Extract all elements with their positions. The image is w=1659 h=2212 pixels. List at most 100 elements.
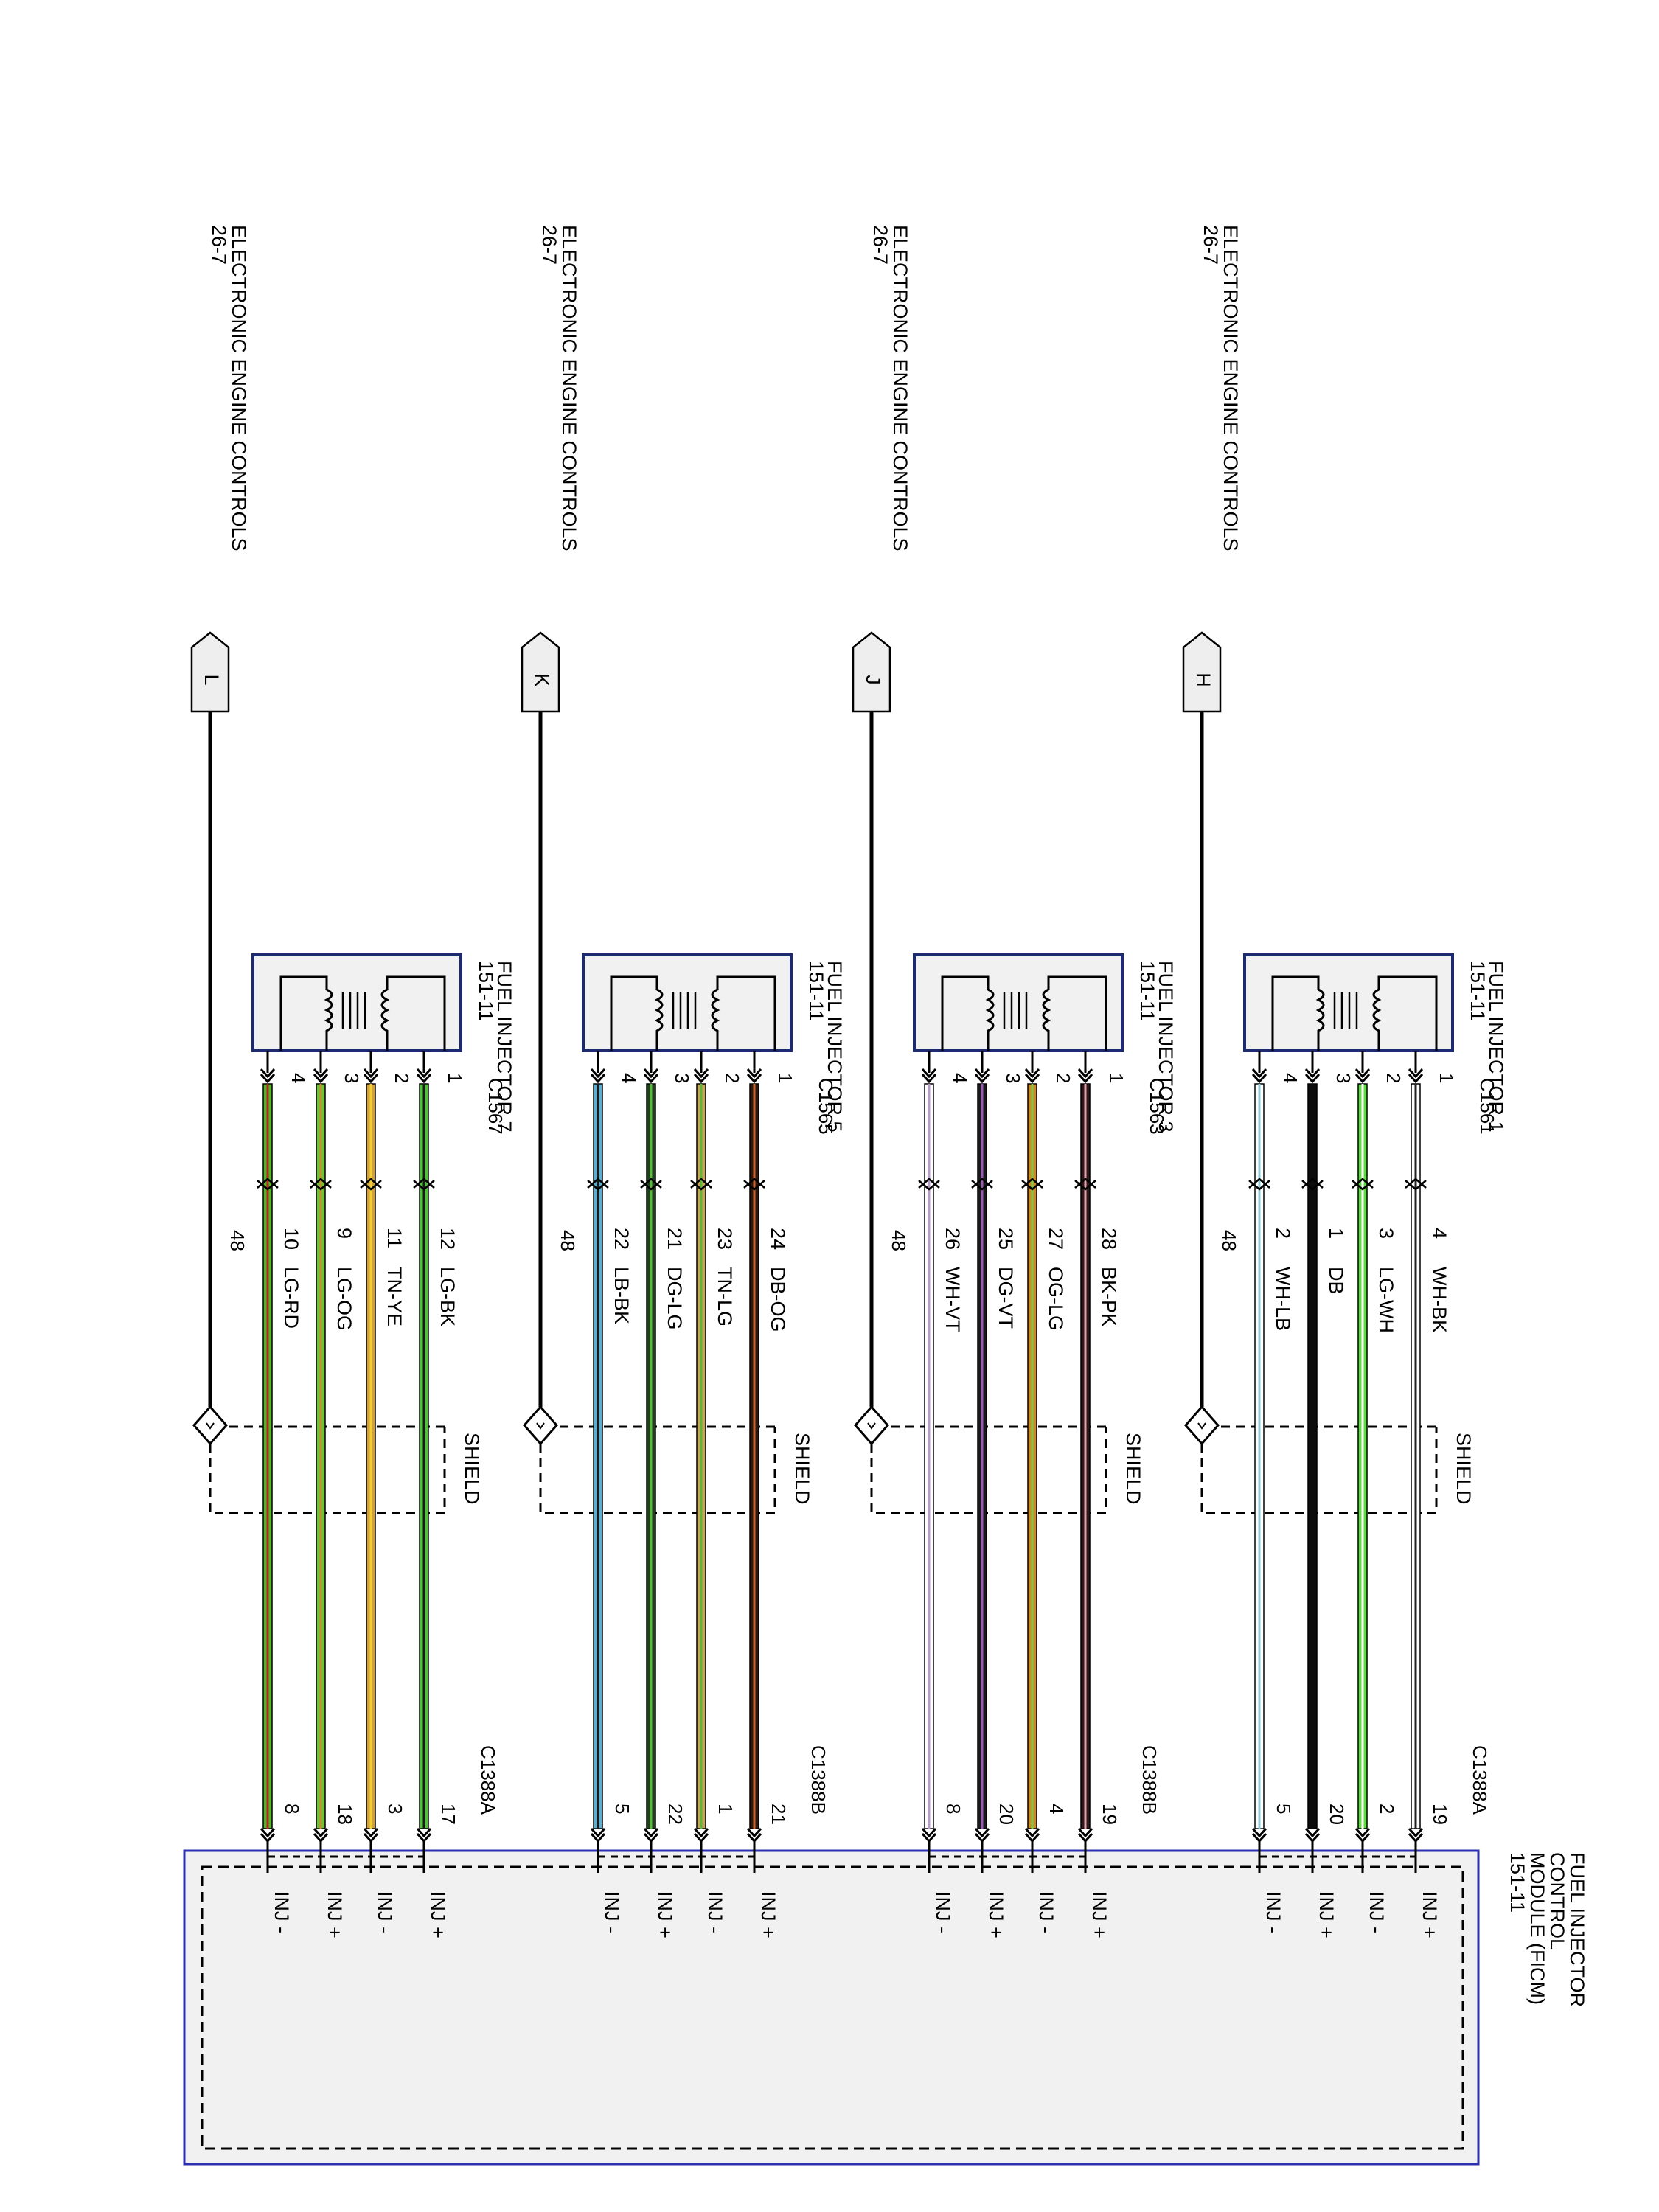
injector-name: FUEL INJECTOR 5: [824, 961, 846, 1133]
wire-tracer-stripe: [1361, 1084, 1364, 1829]
injector-pin-chevron-stroke: [643, 1068, 659, 1079]
injector-coil-left: [380, 988, 390, 1051]
injector-pin-number: 3: [341, 1073, 363, 1083]
injector-pin-number: 2: [1052, 1073, 1074, 1083]
module-pin-label: INJ +: [654, 1891, 676, 1938]
wire-color-code: BK-PK: [1098, 1267, 1120, 1326]
shield-circuit-number: 48: [888, 1230, 910, 1251]
inline-connector-mark: [971, 1180, 993, 1191]
inline-connector-mark: [257, 1180, 279, 1191]
module-connector-label: C1388A: [477, 1745, 499, 1815]
injector-pin-number: 4: [288, 1073, 310, 1083]
module-pin-label: INJ +: [324, 1891, 346, 1938]
reference-page: 26-7: [869, 225, 891, 265]
shield-label: SHIELD: [791, 1433, 813, 1505]
wire-tracer-stripe: [1084, 1084, 1087, 1829]
circuit-number: 24: [767, 1228, 789, 1250]
connector-flag: [1182, 631, 1222, 713]
injector-pin-number: 3: [1002, 1073, 1024, 1083]
module-pin-number: 18: [334, 1804, 356, 1825]
wire-tracer-stripe: [1258, 1084, 1261, 1829]
module-pin-label: INJ +: [1315, 1891, 1338, 1938]
circuit-number: 2: [1272, 1228, 1294, 1239]
injector-coil-left: [1372, 988, 1382, 1051]
wire-color-code: WH-BK: [1428, 1267, 1450, 1333]
injector-coil-left: [1042, 988, 1051, 1051]
injector-pin-chevron: [1024, 1068, 1040, 1084]
shield-label: SHIELD: [461, 1433, 483, 1505]
module-pin-label: INJ +: [427, 1891, 449, 1938]
shield-circuit-number: 48: [226, 1230, 248, 1251]
injector-coil-right: [1315, 988, 1325, 1051]
inline-connector-mark-2: [257, 1178, 279, 1189]
injector-pin-number: 2: [1382, 1073, 1405, 1083]
module-pin-label: INJ -: [704, 1891, 726, 1933]
module-pin-number: 5: [1273, 1804, 1295, 1814]
injector-pin-chevron-stroke: [416, 1068, 432, 1079]
shield-splice-mark: [536, 1422, 545, 1430]
module-pin-chevron-stroke: [416, 1827, 432, 1838]
module-name-line: 151-11: [1506, 1852, 1528, 1913]
wire-tracer-stripe: [650, 1084, 653, 1829]
wire-tracer-stripe: [369, 1084, 372, 1829]
injector-pin-chevron-stroke2: [1077, 1073, 1093, 1084]
module-connector-label: C1388A: [1469, 1745, 1491, 1815]
circuit-number: 28: [1098, 1228, 1120, 1250]
inline-connector-mark: [310, 1180, 332, 1191]
shield-label: SHIELD: [1122, 1433, 1144, 1505]
injector-page: 151-11: [1467, 961, 1489, 1021]
injector-pin-chevron: [313, 1068, 329, 1084]
wire-tracer-stripe: [266, 1084, 269, 1829]
circuit-number: 10: [280, 1228, 302, 1250]
reference-page: 26-7: [538, 225, 560, 265]
circuit-number: 23: [714, 1228, 736, 1250]
shield-label: SHIELD: [1453, 1433, 1475, 1505]
module-inner-dashed-border: [201, 1865, 1464, 2150]
module-pin-number: 2: [1376, 1804, 1398, 1814]
wire-tracer-stripe: [1031, 1084, 1034, 1829]
module-pin-chevron-stroke: [260, 1827, 276, 1838]
inline-connector-mark: [690, 1180, 712, 1191]
module-connector-label: C1388B: [1138, 1745, 1161, 1815]
injector-circuit-right: [1271, 975, 1320, 1051]
shield-circuit-number: 48: [557, 1230, 579, 1251]
injector-pin-chevron-stroke: [590, 1068, 606, 1079]
injector-pin-chevron-stroke: [260, 1068, 276, 1079]
injector-pin-number: 1: [444, 1073, 466, 1083]
inline-connector-mark: [413, 1180, 435, 1191]
wire-color-code: WH-LB: [1272, 1267, 1294, 1331]
module-pin-label: INJ -: [1366, 1891, 1388, 1933]
wire-tracer-stripe: [319, 1084, 322, 1829]
circuit-number: 27: [1045, 1228, 1067, 1250]
inline-connector-mark: [587, 1180, 609, 1191]
injector-pin-chevron-stroke: [1408, 1068, 1424, 1079]
connector-flag: [852, 631, 891, 713]
injector-pin-chevron: [590, 1068, 606, 1084]
shield-splice-mark: [206, 1422, 215, 1430]
module-pin-number: 8: [281, 1804, 303, 1814]
module-pin-number: 3: [384, 1804, 406, 1814]
module-pin-chevron-stroke: [746, 1827, 762, 1838]
module-pin-chevron-stroke: [1077, 1827, 1093, 1838]
circuit-number: 21: [664, 1228, 686, 1250]
module-pin-label: INJ -: [601, 1891, 623, 1933]
module-pin-label: INJ -: [374, 1891, 396, 1933]
injector-page: 151-11: [805, 961, 827, 1021]
inline-connector-mark-2: [413, 1178, 435, 1189]
module-pin-chevron-stroke: [1024, 1827, 1040, 1838]
reference-label: ELECTRONIC ENGINE CONTROLS: [558, 225, 580, 552]
module-pin-label: INJ +: [757, 1891, 779, 1938]
wire-color-code: LG-OG: [333, 1267, 355, 1331]
circuit-number: 25: [995, 1228, 1017, 1250]
injector-circuit-left: [386, 975, 446, 1051]
